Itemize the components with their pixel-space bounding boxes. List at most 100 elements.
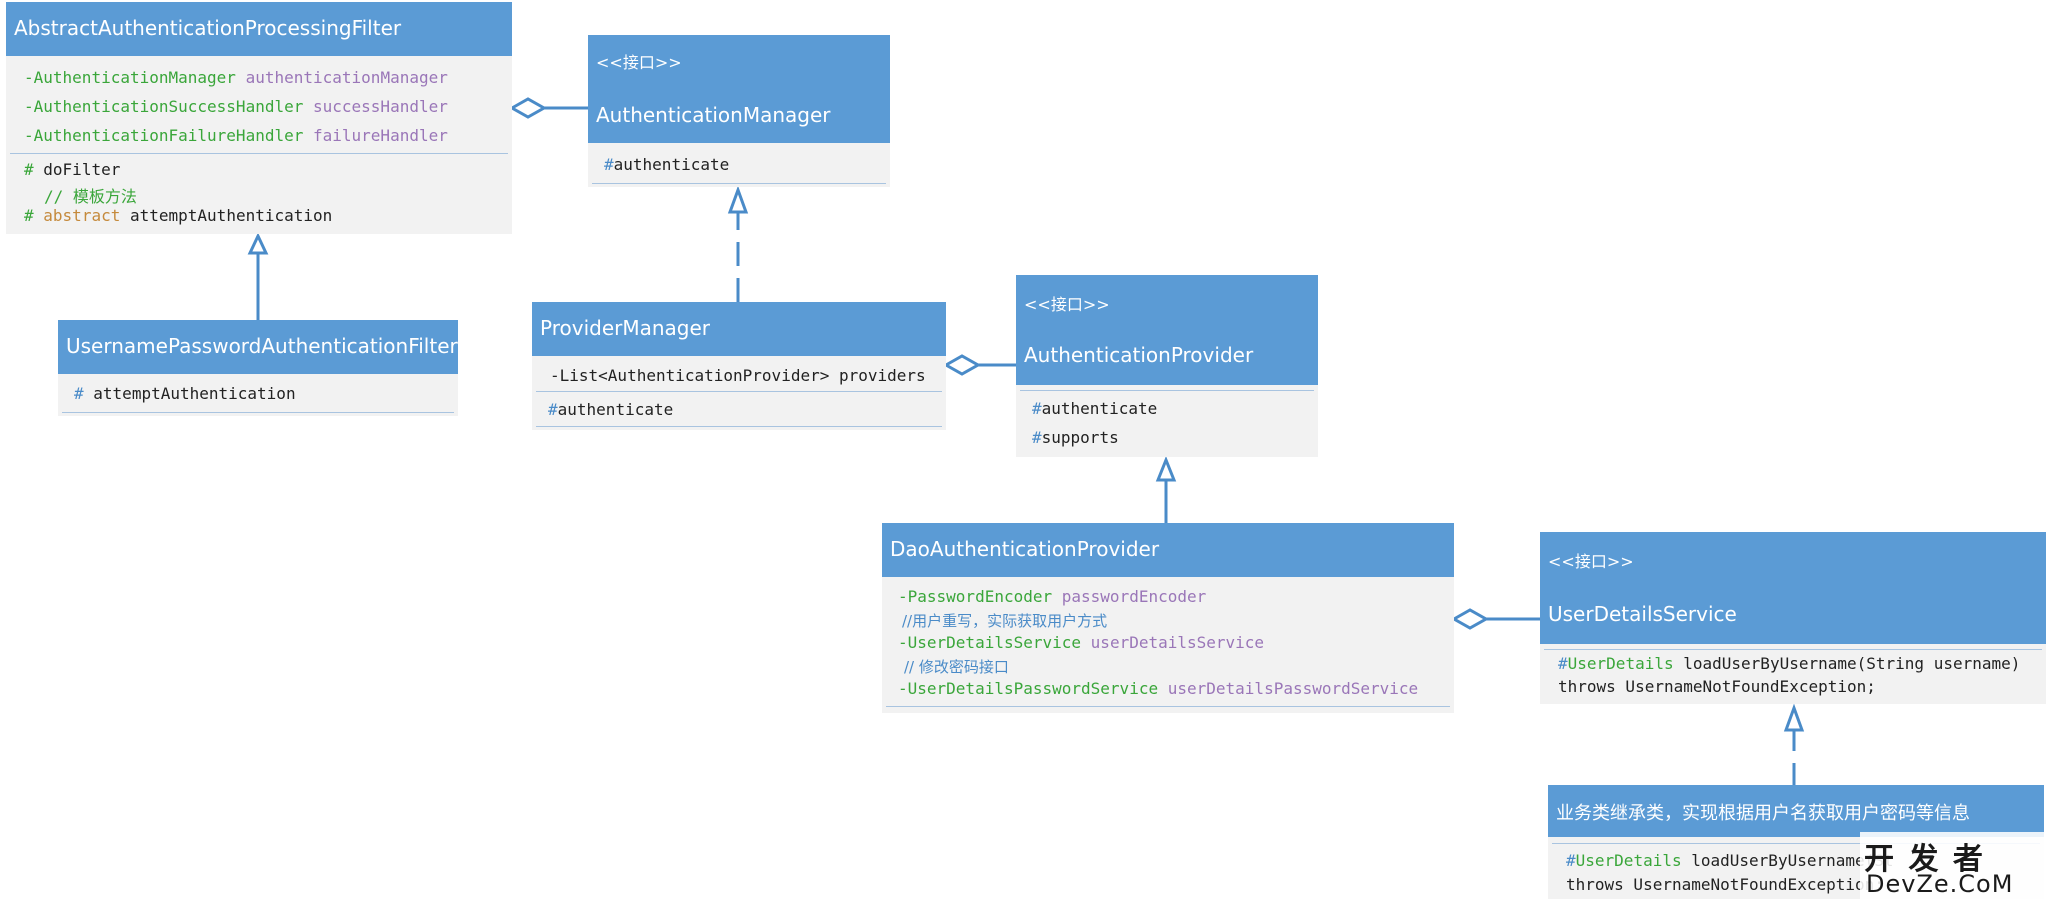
field-row: -AuthenticationManager authenticationMan…	[24, 68, 448, 87]
visibility-marker: #	[24, 160, 34, 179]
method-name: authenticate	[613, 155, 730, 174]
method-row: #UserDetails loadUserByUsername(String u…	[1558, 654, 2020, 673]
divider	[10, 153, 508, 154]
method-name: attemptAuthentication	[93, 384, 296, 403]
class-body: # attemptAuthentication	[58, 374, 458, 416]
class-header: AbstractAuthenticationProcessingFilter	[6, 2, 512, 56]
return-type: UserDetails	[1567, 654, 1674, 673]
class-body: #authenticate #supports	[1016, 385, 1318, 457]
method-signature: loadUserByUsername(String username)	[1673, 654, 2021, 673]
field-row: -AuthenticationFailureHandler failureHan…	[24, 126, 448, 145]
stereotype-label: <<接口>>	[1548, 552, 1634, 571]
class-name: ProviderManager	[540, 316, 711, 340]
divider	[886, 706, 1450, 707]
realization-providermanager-manager	[727, 185, 749, 302]
method-row: # attemptAuthentication	[74, 384, 296, 403]
visibility-marker: #	[548, 400, 558, 419]
class-header: <<接口>> UserDetailsService	[1540, 532, 2046, 644]
comment-text: // 模板方法	[44, 187, 137, 206]
class-abstract-authentication-processing-filter: AbstractAuthenticationProcessingFilter -…	[6, 2, 512, 234]
watermark-logo: 开 发 者 DevZe.CoM	[1860, 832, 2046, 900]
class-header: DaoAuthenticationProvider	[882, 523, 1454, 577]
method-name: authenticate	[557, 400, 674, 419]
class-header: UsernamePasswordAuthenticationFilter	[58, 320, 458, 374]
field-row: -UserDetailsService userDetailsService	[898, 633, 1264, 652]
method-name: supports	[1041, 428, 1119, 447]
class-body: #authenticate	[588, 143, 890, 187]
modifier: abstract	[43, 206, 121, 225]
visibility-marker: #	[604, 155, 614, 174]
class-username-password-authentication-filter: UsernamePasswordAuthenticationFilter # a…	[58, 320, 458, 416]
method-row: #authenticate	[604, 155, 729, 174]
aggregation-providermanager-provider	[942, 354, 1016, 376]
watermark-line-1: 开 发 者	[1864, 842, 1985, 877]
divider	[1552, 843, 2040, 844]
field-name: failureHandler	[313, 126, 448, 145]
realization-impl-userdetailsservice	[1783, 703, 1805, 785]
stereotype-label: <<接口>>	[1024, 295, 1110, 314]
divider	[62, 412, 454, 413]
field-text: -List<AuthenticationProvider> providers	[550, 366, 926, 385]
field-type: AuthenticationManager	[33, 68, 236, 87]
divider	[1544, 649, 2042, 650]
divider	[1020, 390, 1314, 391]
visibility-marker: #	[1566, 851, 1576, 870]
throws-clause: throws UsernameNotFoundException;	[1566, 875, 1884, 894]
throws-clause: throws UsernameNotFoundException;	[1558, 677, 1876, 696]
field-name: userDetailsService	[1090, 633, 1265, 652]
class-name: UserDetailsService	[1548, 602, 1737, 626]
class-name: DaoAuthenticationProvider	[890, 537, 1160, 561]
comment-text: // 修改密码接口	[904, 658, 1009, 676]
method-name: authenticate	[1041, 399, 1158, 418]
class-body: -PasswordEncoder passwordEncoder //用户重写，…	[882, 577, 1454, 713]
field-row: -List<AuthenticationProvider> providers	[550, 366, 926, 385]
class-body: -List<AuthenticationProvider> providers …	[532, 356, 946, 430]
class-header: <<接口>> AuthenticationProvider	[1016, 275, 1318, 385]
field-row: -PasswordEncoder passwordEncoder	[898, 587, 1206, 606]
method-row: #authenticate	[548, 400, 673, 419]
stereotype-label: <<接口>>	[596, 53, 682, 72]
method-row: #supports	[1032, 428, 1119, 447]
method-row: # doFilter	[24, 160, 120, 179]
class-authentication-manager: <<接口>> AuthenticationManager #authentica…	[588, 35, 890, 187]
comment-text: //用户重写，实际获取用户方式	[902, 612, 1108, 630]
method-name: doFilter	[43, 160, 121, 179]
field-type: -UserDetailsService	[898, 633, 1082, 652]
class-body: -AuthenticationManager authenticationMan…	[6, 56, 512, 234]
field-row: -UserDetailsPasswordService userDetailsP…	[898, 679, 1418, 698]
class-name: AuthenticationProvider	[1024, 343, 1254, 367]
class-header: <<接口>> AuthenticationManager	[588, 35, 890, 143]
class-header: 业务类继承类，实现根据用户名获取用户密码等信息	[1548, 785, 2044, 837]
class-name: AbstractAuthenticationProcessingFilter	[14, 16, 402, 40]
field-name: authenticationManager	[245, 68, 448, 87]
class-header: ProviderManager	[532, 302, 946, 356]
return-type: UserDetails	[1575, 851, 1682, 870]
method-signature: loadUserByUsername(St	[1681, 851, 1894, 870]
field-type: AuthenticationFailureHandler	[33, 126, 304, 145]
method-row: #authenticate	[1032, 399, 1157, 418]
method-row: # abstract attemptAuthentication	[24, 206, 332, 225]
field-type: -PasswordEncoder	[898, 587, 1053, 606]
field-name: passwordEncoder	[1061, 587, 1207, 606]
visibility-marker: #	[74, 384, 84, 403]
field-type: AuthenticationSuccessHandler	[33, 97, 304, 116]
visibility-marker: -	[24, 68, 34, 87]
class-body: #UserDetails loadUserByUsername(String u…	[1540, 644, 2046, 704]
divider	[592, 183, 886, 184]
class-name: 业务类继承类，实现根据用户名获取用户密码等信息	[1556, 803, 1970, 824]
class-provider-manager: ProviderManager -List<AuthenticationProv…	[532, 302, 946, 430]
divider	[536, 426, 942, 427]
field-type: -UserDetailsPasswordService	[898, 679, 1159, 698]
field-row: -AuthenticationSuccessHandler successHan…	[24, 97, 448, 116]
inheritance-upaf-filter	[247, 232, 269, 320]
class-dao-authentication-provider: DaoAuthenticationProvider -PasswordEncod…	[882, 523, 1454, 713]
watermark-line-2: DevZe.CoM	[1866, 870, 2014, 898]
method-row: #UserDetails loadUserByUsername(St	[1566, 851, 1894, 870]
class-authentication-provider: <<接口>> AuthenticationProvider #authentic…	[1016, 275, 1318, 457]
visibility-marker: #	[1558, 654, 1568, 673]
aggregation-filter-manager	[508, 97, 588, 119]
class-name: AuthenticationManager	[596, 103, 831, 127]
visibility-marker: #	[1032, 428, 1042, 447]
class-user-details-service: <<接口>> UserDetailsService #UserDetails l…	[1540, 532, 2046, 704]
